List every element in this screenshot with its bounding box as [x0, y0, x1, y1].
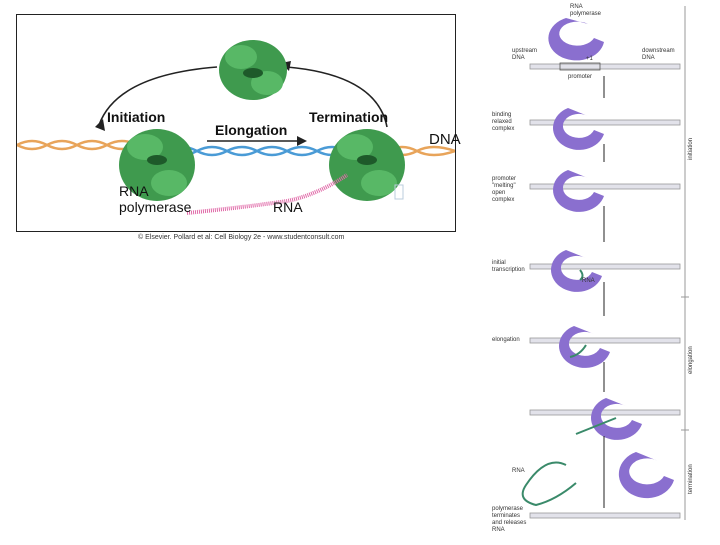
rna-strand: [186, 173, 349, 215]
step-label-3: initial transcription: [492, 260, 525, 273]
label-upstream-dna: upstream DNA: [512, 48, 538, 61]
step-label-rna: RNA: [512, 468, 525, 474]
transcription-steps-figure: RNA polymerase upstream DNA +1 downstrea…: [476, 0, 720, 540]
label-downstream-dna: downstream DNA: [642, 48, 675, 61]
step-label-2: promoter "melting" open complex: [492, 176, 517, 203]
polymerase-initiation: [119, 129, 195, 201]
label-rna-inline: RNA: [582, 278, 595, 284]
polymerase-termination: [329, 129, 405, 201]
label-plus-one: +1: [586, 56, 593, 62]
transcription-cycle-figure: Initiation Elongation Termination DNA RN…: [16, 14, 461, 232]
figure-credit: © Elsevier. Pollard et al: Cell Biology …: [138, 234, 345, 241]
polymerases-steps: [551, 108, 674, 499]
transcription-steps-drawing: [521, 6, 689, 520]
polymerase-top: [548, 18, 604, 61]
transcription-cycle-drawing: [17, 40, 455, 215]
promoter-box: [559, 62, 601, 71]
label-promoter: promoter: [568, 74, 593, 80]
label-rna-polymerase-2: polymerase: [119, 199, 192, 215]
dna-rods: [529, 63, 681, 519]
rna-strands: [521, 269, 617, 507]
phase-termination: termination: [688, 464, 694, 494]
label-rna-polymerase-top: RNA polymerase: [570, 4, 602, 17]
phase-elongation: elongation: [688, 346, 694, 374]
label-initiation: Initiation: [107, 109, 166, 125]
elongation-arrowhead: [297, 136, 307, 146]
step-label-termination: polymerase terminates and releases RNA: [492, 506, 527, 533]
label-rna-polymerase-1: RNA: [119, 183, 149, 199]
phase-initiation: initiation: [688, 137, 694, 160]
step-label-4: elongation: [492, 337, 520, 343]
label-rna: RNA: [273, 199, 303, 215]
label-termination: Termination: [309, 109, 389, 125]
cycle-arrow-right: [286, 66, 388, 128]
arrowhead-left: [95, 119, 105, 131]
polymerase-free: [219, 40, 287, 100]
cycle-arrow-left: [98, 66, 218, 126]
watermark-logo: [394, 184, 404, 200]
label-elongation: Elongation: [215, 122, 288, 138]
step-label-1: binding relaxed complex: [492, 112, 515, 132]
label-dna: DNA: [429, 131, 461, 148]
